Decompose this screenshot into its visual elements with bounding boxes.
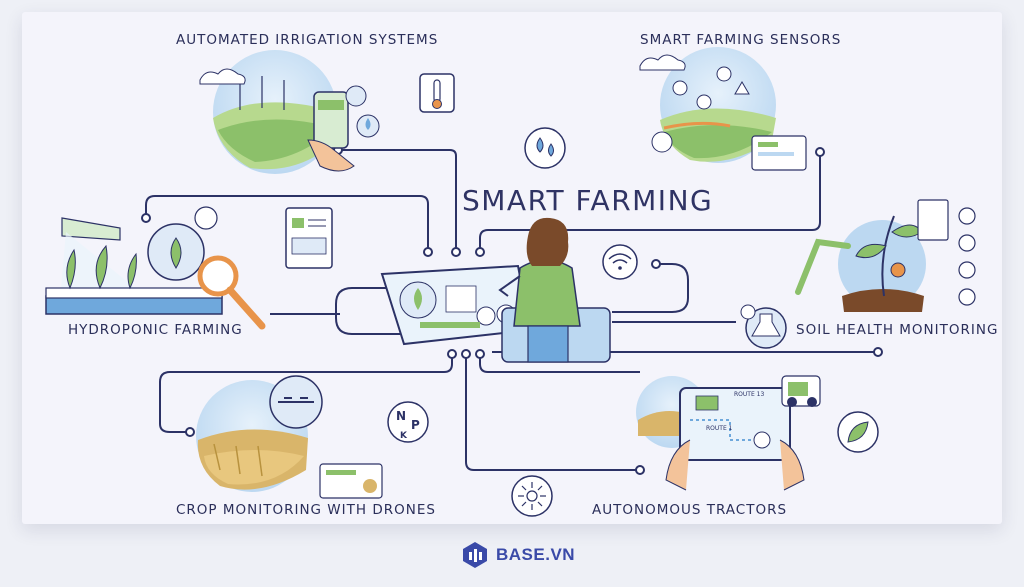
line-tractors bbox=[465, 354, 640, 471]
central-tablet bbox=[380, 264, 532, 346]
water-drop-icon bbox=[524, 127, 566, 169]
node-label-tractors: AUTONOMOUS TRACTORS bbox=[592, 502, 788, 518]
hydroponic-illustration bbox=[45, 206, 266, 330]
connector-lines bbox=[145, 149, 878, 471]
connector-dots bbox=[141, 145, 883, 475]
farmer-figure bbox=[498, 217, 611, 363]
svg-text:N: N bbox=[396, 409, 406, 423]
irrigation-illustration bbox=[199, 50, 380, 174]
diagram-title: SMART FARMING bbox=[462, 184, 714, 217]
brand-name: BASE.VN bbox=[496, 545, 576, 564]
node-label-soil: SOIL HEALTH MONITORING bbox=[796, 322, 999, 338]
document-icon bbox=[285, 207, 333, 269]
line-sensors bbox=[479, 152, 821, 252]
line-drones bbox=[159, 354, 453, 433]
drones-illustration bbox=[196, 375, 383, 499]
soil-illustration bbox=[795, 199, 976, 312]
leaf-icon bbox=[837, 411, 879, 453]
node-label-drones: CROP MONITORING WITH DRONES bbox=[176, 502, 436, 518]
sun-icon bbox=[511, 475, 553, 517]
svg-text:P: P bbox=[411, 418, 420, 432]
wifi-icon bbox=[602, 244, 638, 280]
route13-label: ROUTE 13 bbox=[734, 391, 764, 398]
base-logo-icon bbox=[463, 542, 487, 568]
node-label-irrigation: AUTOMATED IRRIGATION SYSTEMS bbox=[176, 32, 439, 48]
node-label-hydroponic: HYDROPONIC FARMING bbox=[68, 322, 243, 338]
node-label-sensors: SMART FARMING SENSORS bbox=[640, 32, 842, 48]
npk-icon: N P K bbox=[387, 401, 429, 443]
sensors-illustration bbox=[639, 47, 807, 171]
thermometer-icon bbox=[419, 73, 455, 113]
line-tractor-top bbox=[479, 354, 640, 373]
line-wifi bbox=[612, 263, 689, 313]
flask-icon bbox=[740, 304, 787, 349]
svg-text:K: K bbox=[400, 431, 408, 441]
brand-logo: BASE.VN bbox=[462, 541, 575, 569]
tractors-illustration: ROUTE 13 ROUTE 1 bbox=[636, 375, 821, 491]
line-irrigation bbox=[338, 149, 457, 252]
line-loop-left bbox=[335, 287, 400, 335]
line-hydroponic-top bbox=[145, 195, 429, 252]
route1-label: ROUTE 1 bbox=[706, 425, 733, 432]
